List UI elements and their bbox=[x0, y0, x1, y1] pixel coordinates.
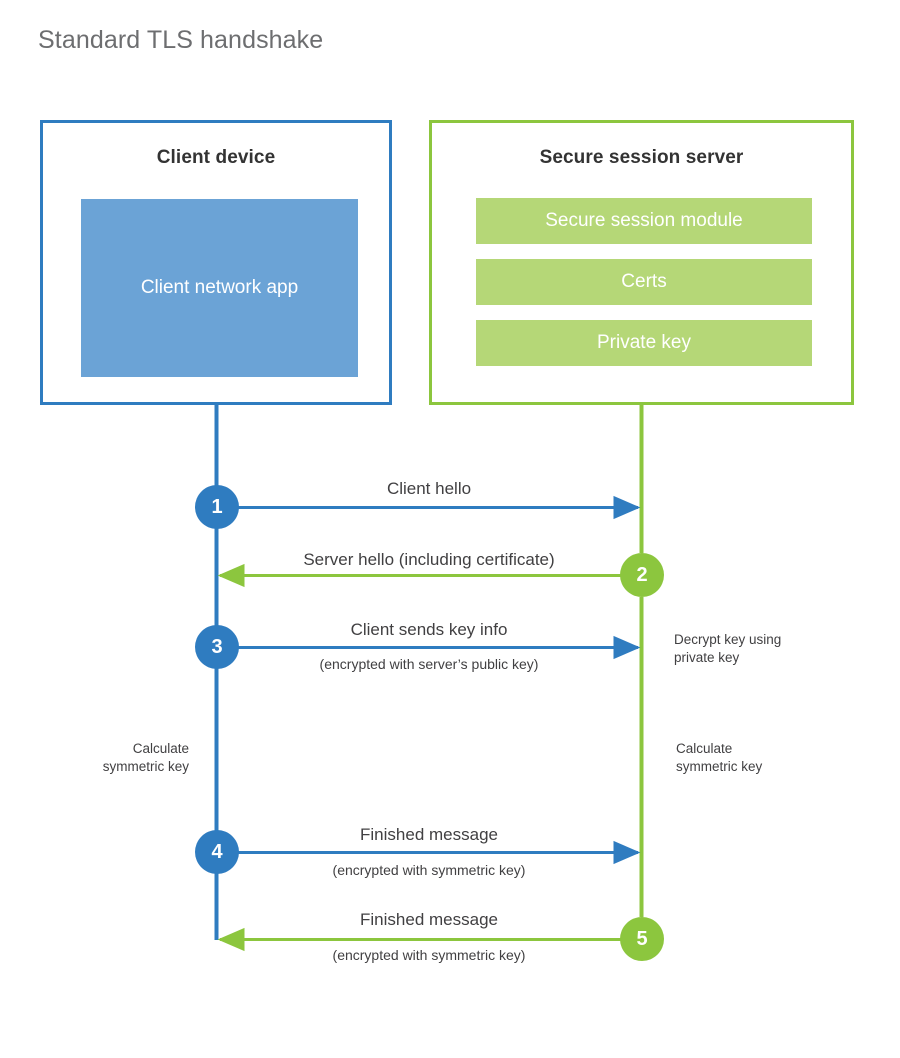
server-calculate-symmetric-key-note: Calculate symmetric key bbox=[676, 740, 762, 776]
page-title: Standard TLS handshake bbox=[38, 26, 324, 54]
server-decrypt-note-line-2: private key bbox=[674, 649, 740, 665]
server-component-private-key: Private key bbox=[476, 320, 812, 366]
step-5-sub-label: (encrypted with symmetric key) bbox=[332, 947, 526, 963]
client-network-app-block: Client network app bbox=[81, 199, 358, 377]
server-decrypt-note: Decrypt key using private key bbox=[674, 631, 781, 667]
client-calculate-symmetric-key-note: Calculate symmetric key bbox=[103, 740, 189, 776]
step-circle-5[interactable]: 5 bbox=[620, 917, 664, 961]
server-component-secure-session-module: Secure session module bbox=[476, 198, 812, 244]
server-decrypt-note-line-1: Decrypt key using bbox=[674, 632, 782, 647]
step-3-label: Client sends key info bbox=[350, 620, 508, 639]
client-device-title: Client device bbox=[156, 147, 276, 168]
server-component-certs: Certs bbox=[476, 259, 812, 305]
step-circle-4[interactable]: 4 bbox=[195, 830, 239, 874]
step-3-sub-label: (encrypted with server’s public key) bbox=[319, 656, 539, 672]
step-4-label: Finished message bbox=[360, 825, 498, 844]
step-5-label: Finished message bbox=[360, 910, 498, 929]
secure-session-server-box: Secure session server Secure session mod… bbox=[429, 120, 854, 405]
secure-session-server-title: Secure session server bbox=[539, 147, 744, 168]
client-calc-note-line-2: symmetric key bbox=[102, 758, 189, 774]
server-calc-note-line-2: symmetric key bbox=[676, 758, 763, 774]
step-circle-1[interactable]: 1 bbox=[195, 485, 239, 529]
step-circle-2[interactable]: 2 bbox=[620, 553, 664, 597]
server-calc-note-line-1: Calculate bbox=[676, 741, 733, 756]
server-component-list: Secure session module Certs Private key bbox=[476, 198, 812, 366]
client-calc-note-line-1: Calculate bbox=[132, 741, 189, 756]
client-device-box: Client device Client network app bbox=[40, 120, 392, 405]
step-2-label: Server hello (including certificate) bbox=[303, 550, 555, 569]
step-1-label: Client hello bbox=[386, 479, 472, 498]
step-circle-3[interactable]: 3 bbox=[195, 625, 239, 669]
step-4-sub-label: (encrypted with symmetric key) bbox=[332, 862, 526, 878]
